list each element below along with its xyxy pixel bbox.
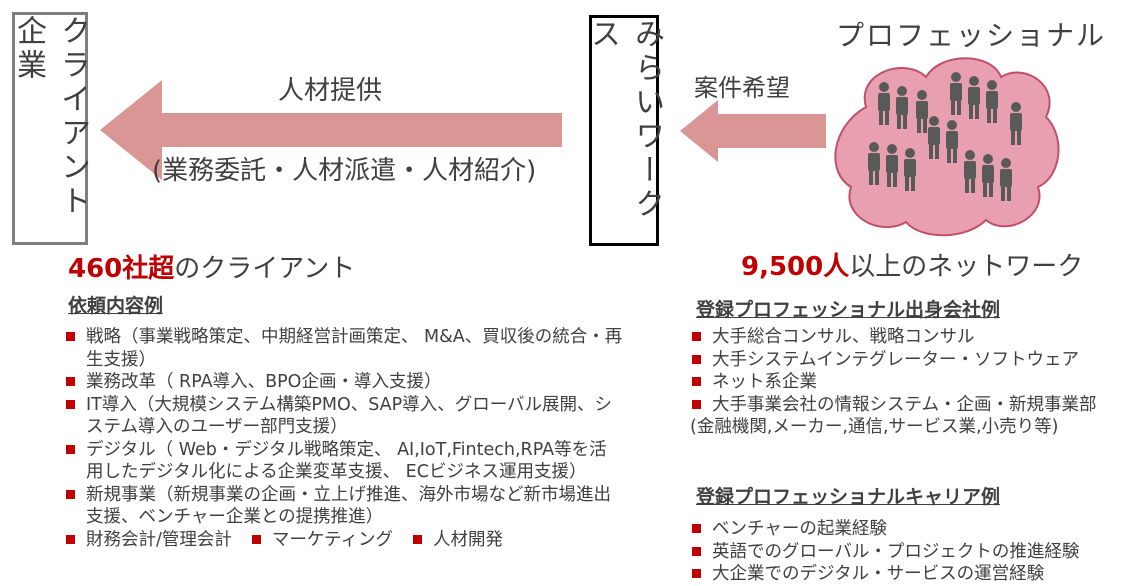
request-section-title: 依頼内容例 xyxy=(68,295,164,317)
list-item: 大手システムインテグレーター・ソフトウェア xyxy=(690,349,1140,372)
client-count-suffix: のクライアント xyxy=(174,254,356,284)
list-item-inline: 財務会計/管理会計 マーケティング 人材開発 xyxy=(64,529,624,552)
bullet-square-icon xyxy=(692,546,701,556)
bullet-square-icon xyxy=(692,332,701,341)
career-section-title: 登録プロフェッショナルキャリア例 xyxy=(696,486,1001,508)
mirai-works-box: みらいワークス xyxy=(585,15,664,246)
professional-cloud xyxy=(834,57,1060,237)
supply-label: 人材提供 xyxy=(278,76,383,106)
bullet-square-icon xyxy=(692,569,701,578)
list-item: 英語でのグローバル・プロジェクトの推進経験 xyxy=(690,541,1140,564)
professional-title: プロフェッショナル xyxy=(836,19,1107,52)
people-icons xyxy=(868,72,1022,201)
bullet-square-icon xyxy=(66,377,75,386)
client-company-label: クライアント企業 xyxy=(11,15,90,219)
bullet-square-icon xyxy=(66,399,75,409)
wish-label: 案件希望 xyxy=(694,74,790,102)
bullet-square-icon xyxy=(251,534,261,544)
supply-arrow xyxy=(100,80,562,180)
bullet-square-icon xyxy=(66,332,75,341)
list-item: IT導入（大規模システム構築PMO、SAP導入、グローバル展開、システム導入のユ… xyxy=(64,394,624,439)
pro-company-list: 大手総合コンサル、戦略コンサル 大手システムインテグレーター・ソフトウェア ネッ… xyxy=(690,326,1140,439)
request-list: 戦略（事業戦略策定、中期経営計画策定、 M&A、買収後の統合・再生支援） 業務改… xyxy=(64,326,624,551)
client-count-number: 460社超 xyxy=(68,254,175,284)
network-count-number: 9,500人 xyxy=(741,252,850,282)
career-list: ベンチャーの起業経験 英語でのグローバル・プロジェクトの推進経験 大企業でのデジ… xyxy=(690,518,1140,586)
list-item: 戦略（事業戦略策定、中期経営計画策定、 M&A、買収後の統合・再生支援） xyxy=(64,326,624,371)
mirai-works-label: みらいワークス xyxy=(585,18,664,222)
list-item: 業務改革（ RPA導入、BPO企画・導入支援） xyxy=(64,371,624,394)
client-count-headline: 460社超のクライアント xyxy=(68,248,355,285)
bullet-square-icon xyxy=(66,534,75,544)
list-item: 大手事業会社の情報システム・企画・新規事業部 xyxy=(690,394,1140,417)
list-item: 大手総合コンサル、戦略コンサル xyxy=(690,326,1140,349)
wish-arrow xyxy=(680,100,826,162)
client-company-box: クライアント企業 xyxy=(11,12,90,245)
bullet-square-icon xyxy=(413,534,423,544)
bullet-square-icon xyxy=(692,524,701,533)
bullet-square-icon xyxy=(692,354,701,364)
bullet-square-icon xyxy=(692,377,701,386)
bullet-square-icon xyxy=(692,399,701,409)
list-item-note: (金融機関,メーカー,通信,サービス業,小売り等) xyxy=(690,417,1059,437)
list-item: ネット系企業 xyxy=(690,371,1140,394)
pro-company-section-title: 登録プロフェッショナル出身会社例 xyxy=(696,299,1001,321)
list-item: 新規事業（新規事業の企画・立上げ推進、海外市場など新市場進出支援、ベンチャー企業… xyxy=(64,484,624,529)
supply-forms-label: (業務委託・人材派遣・人材紹介) xyxy=(152,156,537,186)
bullet-square-icon xyxy=(66,489,75,499)
list-item: デジタル（ Web・デジタル戦略策定、 AI,IoT,Fintech,RPA等を… xyxy=(64,439,624,484)
network-count-suffix: 以上のネットワーク xyxy=(849,252,1084,282)
network-count-headline: 9,500人以上のネットワーク xyxy=(741,246,1083,283)
bullet-square-icon xyxy=(66,444,75,454)
list-item: 大企業でのデジタル・サービスの運営経験 xyxy=(690,563,1140,586)
list-item: ベンチャーの起業経験 xyxy=(690,518,1140,541)
